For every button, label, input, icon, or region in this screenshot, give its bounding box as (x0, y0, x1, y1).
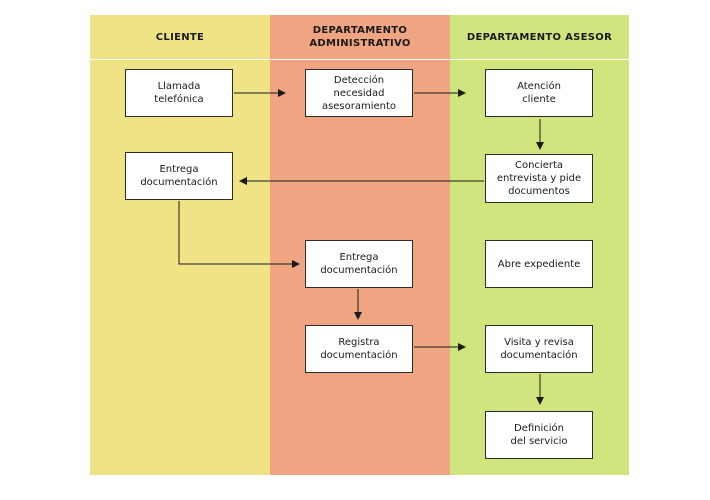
box-registra-documentacion: Registra documentación (305, 325, 413, 373)
box-visita-revisa: Visita y revisa documentación (485, 325, 593, 373)
box-llamada-telefonica: Llamada telefónica (125, 69, 233, 117)
box-concierta-entrevista: Concierta entrevista y pide documentos (485, 154, 593, 203)
box-entrega-documentacion-cliente: Entrega documentación (125, 152, 233, 200)
lane-header-asesor: DEPARTAMENTO ASESOR (466, 31, 613, 43)
box-atencion-cliente: Atención cliente (485, 69, 593, 117)
box-abre-expediente: Abre expediente (485, 240, 593, 288)
box-definicion-servicio: Definición del servicio (485, 411, 593, 459)
header-divider (90, 59, 629, 60)
lane-header-cliente: CLIENTE (155, 31, 205, 43)
box-deteccion-necesidad: Detección necesidad asesoramiento (305, 69, 413, 117)
lane-header-administrativo: DEPARTAMENTO ADMINISTRATIVO (309, 25, 411, 49)
box-entrega-documentacion-admin: Entrega documentación (305, 240, 413, 288)
